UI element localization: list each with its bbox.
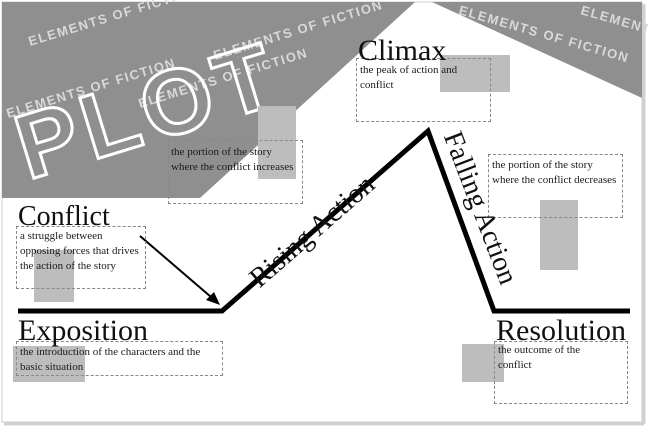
placeholder-box bbox=[13, 346, 85, 382]
exposition-description: the introduction of the characters and t… bbox=[20, 346, 201, 373]
placeholder-box bbox=[258, 106, 296, 179]
placeholder-box bbox=[440, 55, 510, 92]
placeholder-box bbox=[462, 344, 504, 382]
resolution-title: Resolution bbox=[496, 314, 627, 347]
rising-action-box bbox=[168, 140, 303, 204]
conflict-arrow bbox=[139, 235, 219, 304]
placeholder-box bbox=[34, 250, 74, 302]
falling-action-description: the portion of the story where the confl… bbox=[492, 159, 617, 186]
resolution-box bbox=[494, 341, 628, 404]
falling-action-box bbox=[488, 154, 623, 218]
exposition-title: Exposition bbox=[18, 314, 149, 347]
rising-action-description: the portion of the story where the confl… bbox=[171, 146, 294, 173]
climax-title: Climax bbox=[358, 34, 447, 67]
climax-box bbox=[356, 58, 491, 122]
plot-line bbox=[18, 126, 630, 314]
conflict-box bbox=[16, 226, 146, 289]
climax-description: the peak of action and conflict bbox=[360, 64, 458, 91]
conflict-description: a struggle between opposing forces that … bbox=[20, 230, 139, 272]
resolution-description: the outcome of the conflict bbox=[498, 344, 581, 371]
conflict-title: Conflict bbox=[18, 201, 110, 232]
placeholder-box bbox=[540, 200, 578, 270]
arrow-head bbox=[206, 292, 220, 305]
exposition-box bbox=[16, 341, 223, 376]
